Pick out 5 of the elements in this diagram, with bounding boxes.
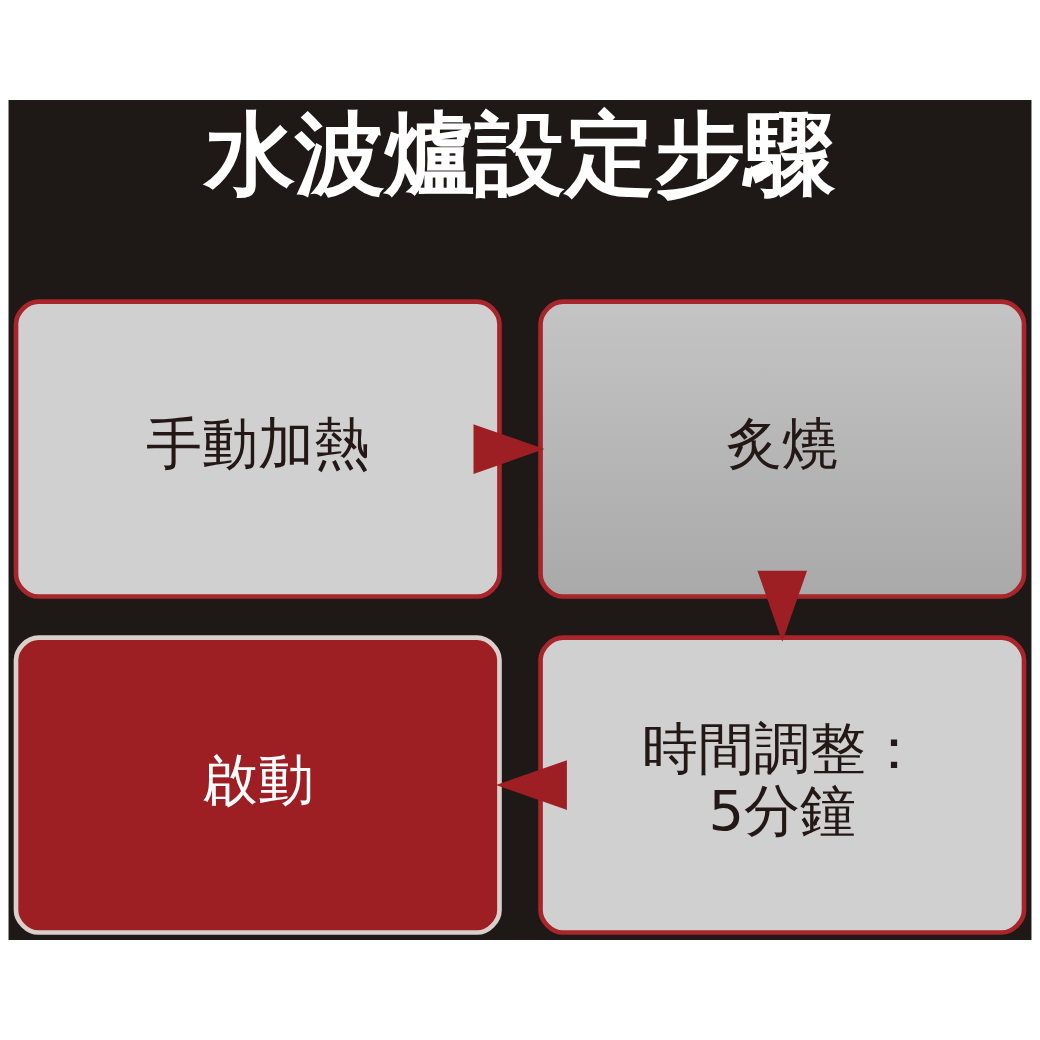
diagram-title: 水波爐設定步驟	[205, 101, 836, 206]
arrow	[757, 570, 808, 642]
arrow	[473, 424, 545, 474]
node-box: 啟動	[13, 635, 502, 935]
arrow	[495, 760, 567, 810]
